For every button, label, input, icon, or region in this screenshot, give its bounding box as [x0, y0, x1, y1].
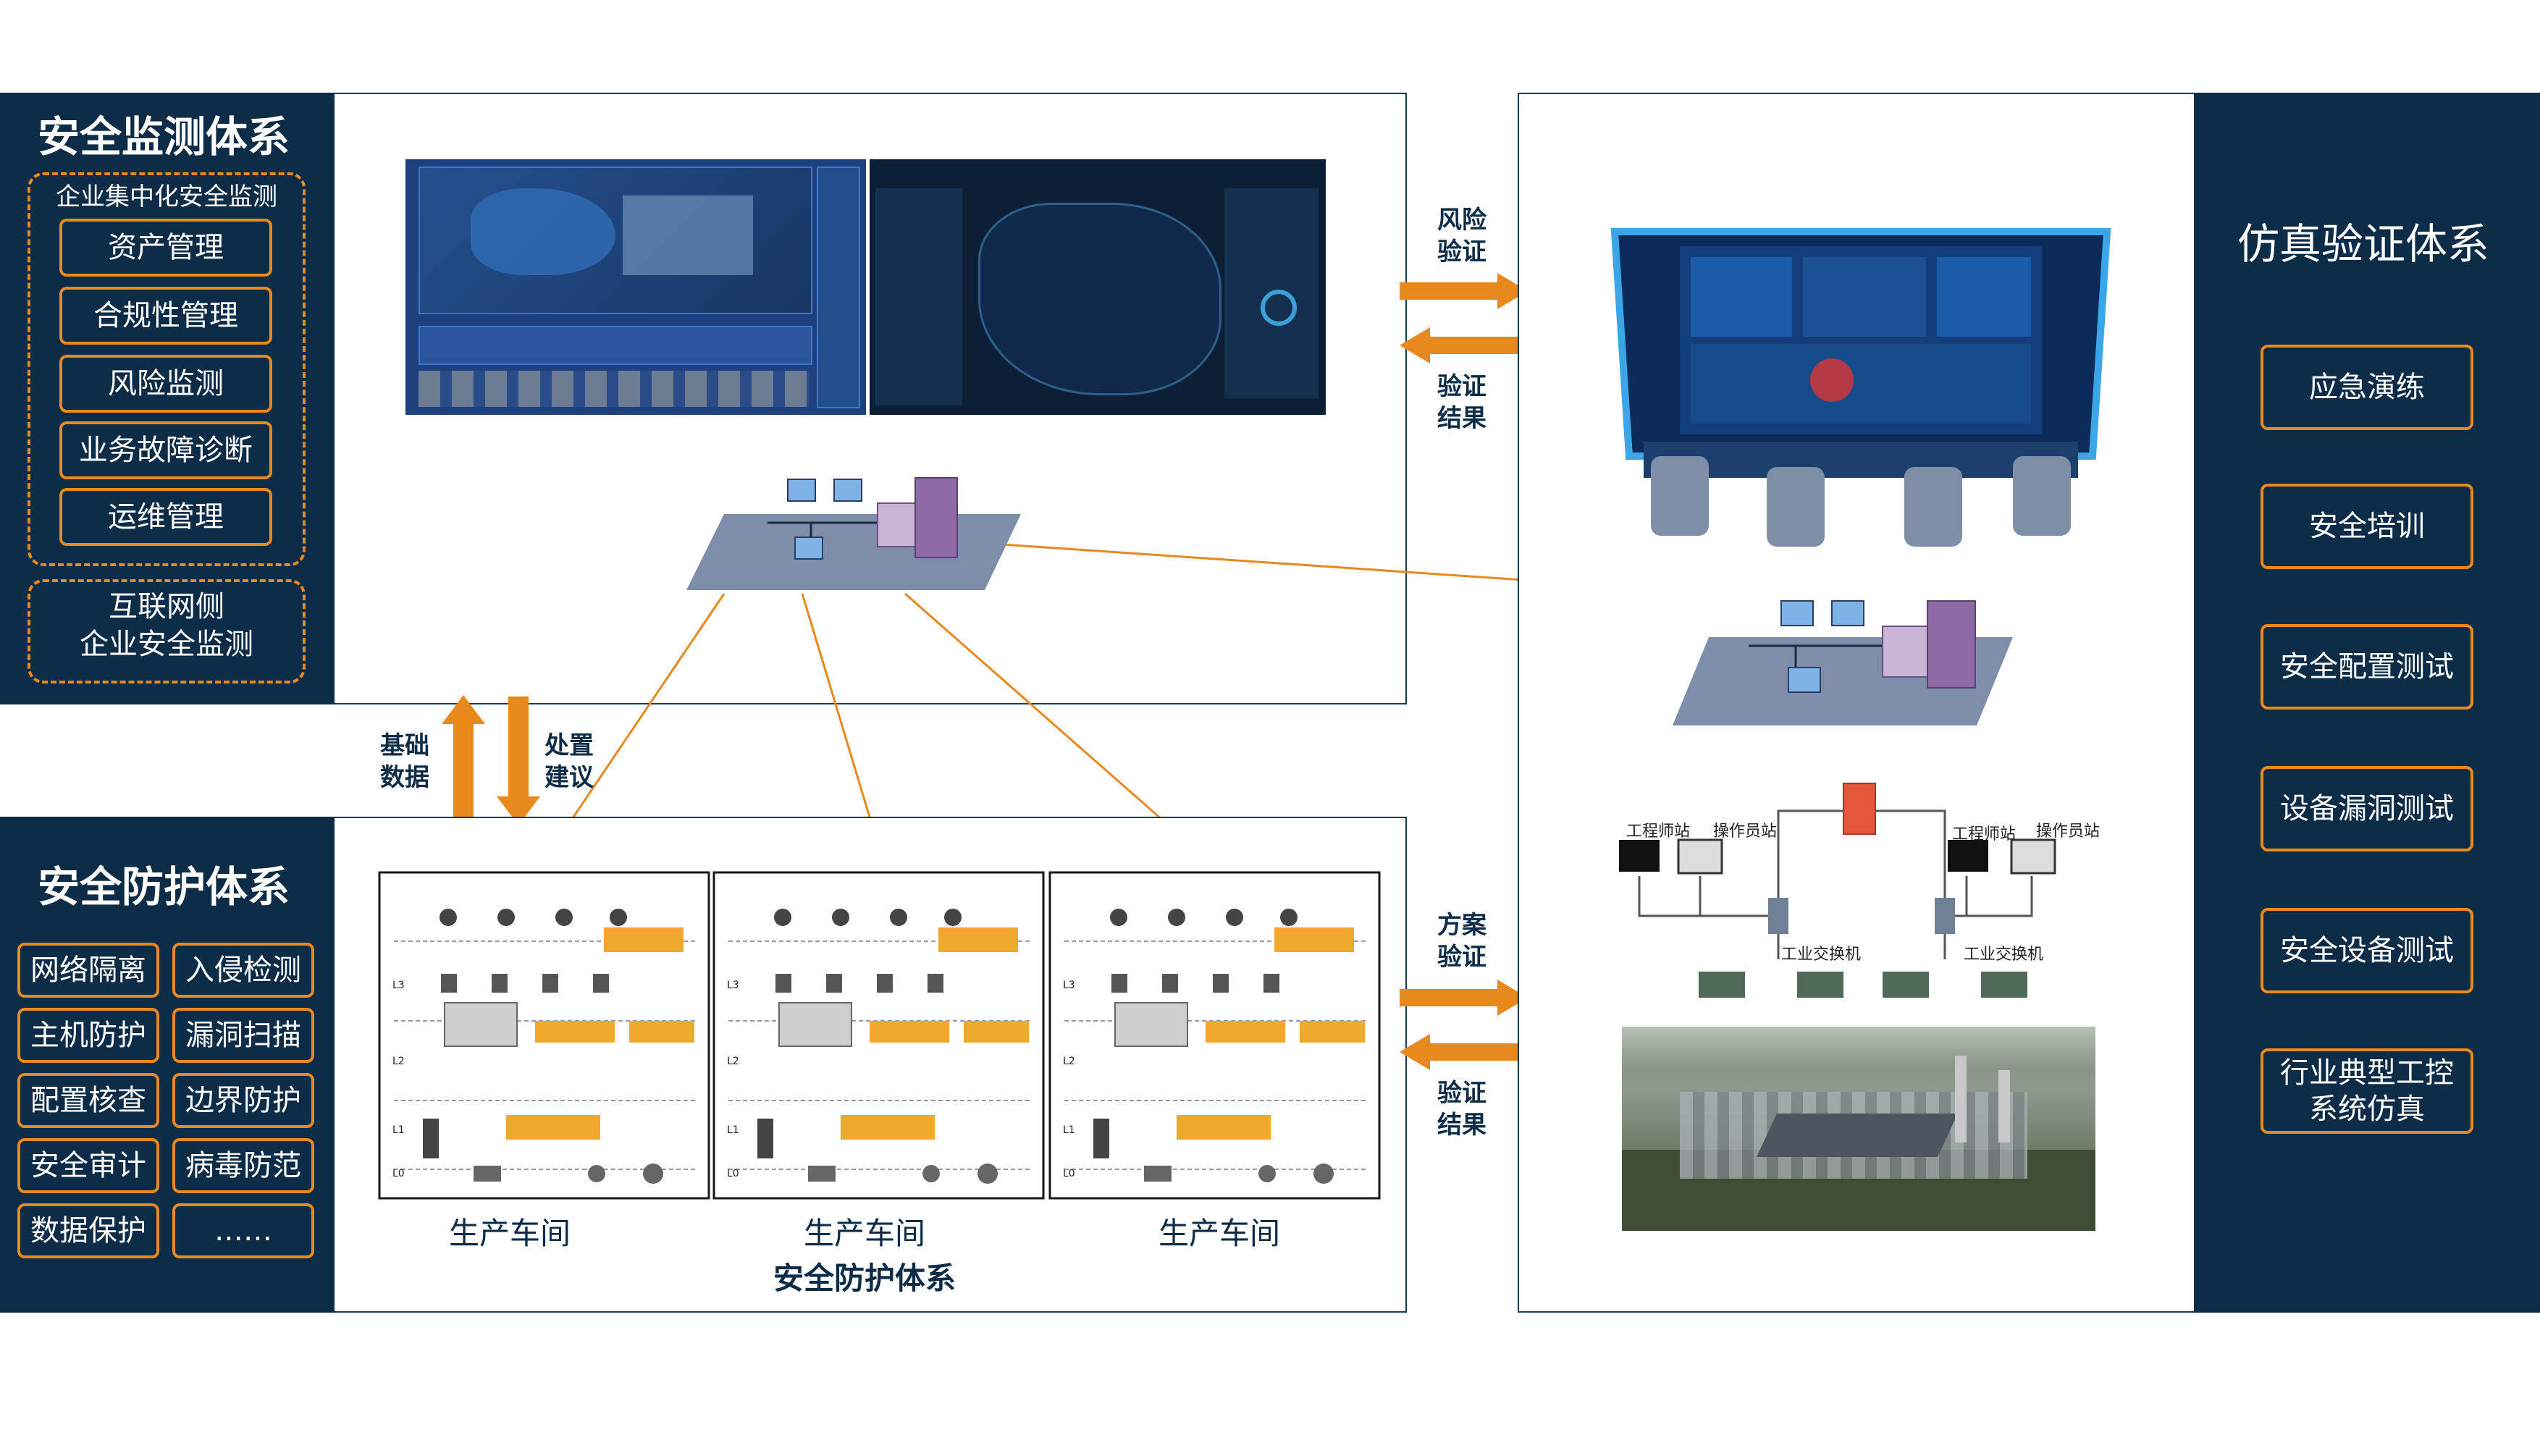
lan-icon-simulation: [1673, 600, 2013, 725]
network-isolation-button[interactable]: 网络隔离: [17, 943, 159, 998]
internet-monitoring-box[interactable]: [28, 579, 306, 683]
verify-result-label-bottom: 验证 结果: [1437, 1079, 1486, 1140]
vertical-arrows: [442, 695, 540, 825]
device-vuln-test-button[interactable]: 设备漏洞测试: [2261, 766, 2473, 851]
plant-simulation-image: [1622, 1027, 2095, 1231]
config-check-button[interactable]: 配置核查: [17, 1073, 159, 1128]
more-button[interactable]: ……: [172, 1203, 314, 1258]
workshop-diagram-2: [712, 871, 1045, 1200]
centralized-dashboard-image: [405, 159, 866, 415]
command-center-image: [1610, 228, 2111, 547]
workshop-label-2: 生产车间: [804, 1216, 926, 1251]
security-device-test-button[interactable]: 安全设备测试: [2261, 908, 2473, 993]
security-training-button[interactable]: 安全培训: [2261, 484, 2473, 569]
station-label-3: 工程师站: [1952, 825, 2017, 843]
station-label-1: 工程师站: [1626, 822, 1691, 841]
protection-sidebar: [0, 817, 335, 1313]
ops-management-button[interactable]: 运维管理: [59, 488, 272, 546]
firewall-icon: [1843, 783, 1876, 835]
workshop-label-3: 生产车间: [1158, 1216, 1281, 1251]
station-label-4: 操作员站: [2036, 822, 2100, 841]
industrial-system-sim-button[interactable]: 行业典型工控系统仿真: [2261, 1048, 2473, 1134]
boundary-protection-button[interactable]: 边界防护: [172, 1073, 314, 1128]
compliance-management-button[interactable]: 合规性管理: [59, 287, 272, 345]
enterprise-monitoring-group-title: 企业集中化安全监测: [56, 182, 277, 211]
virus-prevention-button[interactable]: 病毒防范: [172, 1138, 314, 1193]
enterprise-monitoring-group: [28, 172, 306, 566]
network-map-image: [870, 159, 1326, 415]
monitoring-sidebar: [0, 93, 335, 704]
internet-monitoring-label: 互联网侧 企业安全监测: [80, 590, 253, 661]
asset-management-button[interactable]: 资产管理: [59, 219, 272, 277]
switch-label-2: 工业交换机: [1964, 946, 2044, 964]
simulation-title: 仿真验证体系: [2237, 219, 2490, 269]
simulation-sidebar: [2194, 93, 2540, 1313]
verify-result-label-top: 验证 结果: [1437, 372, 1486, 434]
vulnerability-scan-button[interactable]: 漏洞扫描: [172, 1008, 314, 1063]
base-data-label: 基础 数据: [380, 731, 429, 793]
emergency-drill-button[interactable]: 应急演练: [2261, 345, 2473, 430]
horizontal-arrows: [1400, 273, 1528, 1070]
risk-verify-label: 风险 验证: [1437, 206, 1486, 267]
protection-bottom-caption: 安全防护体系: [773, 1261, 956, 1296]
data-protection-button[interactable]: 数据保护: [17, 1203, 159, 1258]
switch-label-1: 工业交换机: [1781, 946, 1862, 964]
handling-advice-label: 处置 建议: [544, 731, 594, 793]
security-config-test-button[interactable]: 安全配置测试: [2261, 624, 2473, 710]
workshop-label-1: 生产车间: [449, 1216, 571, 1251]
monitoring-title: 安全监测体系: [38, 112, 290, 161]
fault-diagnosis-button[interactable]: 业务故障诊断: [59, 421, 272, 479]
intrusion-detection-button[interactable]: 入侵检测: [172, 943, 314, 998]
security-audit-button[interactable]: 安全审计: [17, 1138, 159, 1193]
protection-title: 安全防护体系: [38, 862, 290, 912]
workshop-diagram-3: [1048, 871, 1381, 1200]
plan-verify-label: 方案 验证: [1437, 911, 1486, 972]
industrial-topology: [1619, 783, 2056, 998]
lan-icon-monitoring: [686, 477, 1021, 590]
workshop-diagram-1: [378, 871, 710, 1200]
station-label-2: 操作员站: [1713, 822, 1778, 841]
host-protection-button[interactable]: 主机防护: [17, 1008, 159, 1063]
risk-monitoring-button[interactable]: 风险监测: [59, 355, 272, 413]
